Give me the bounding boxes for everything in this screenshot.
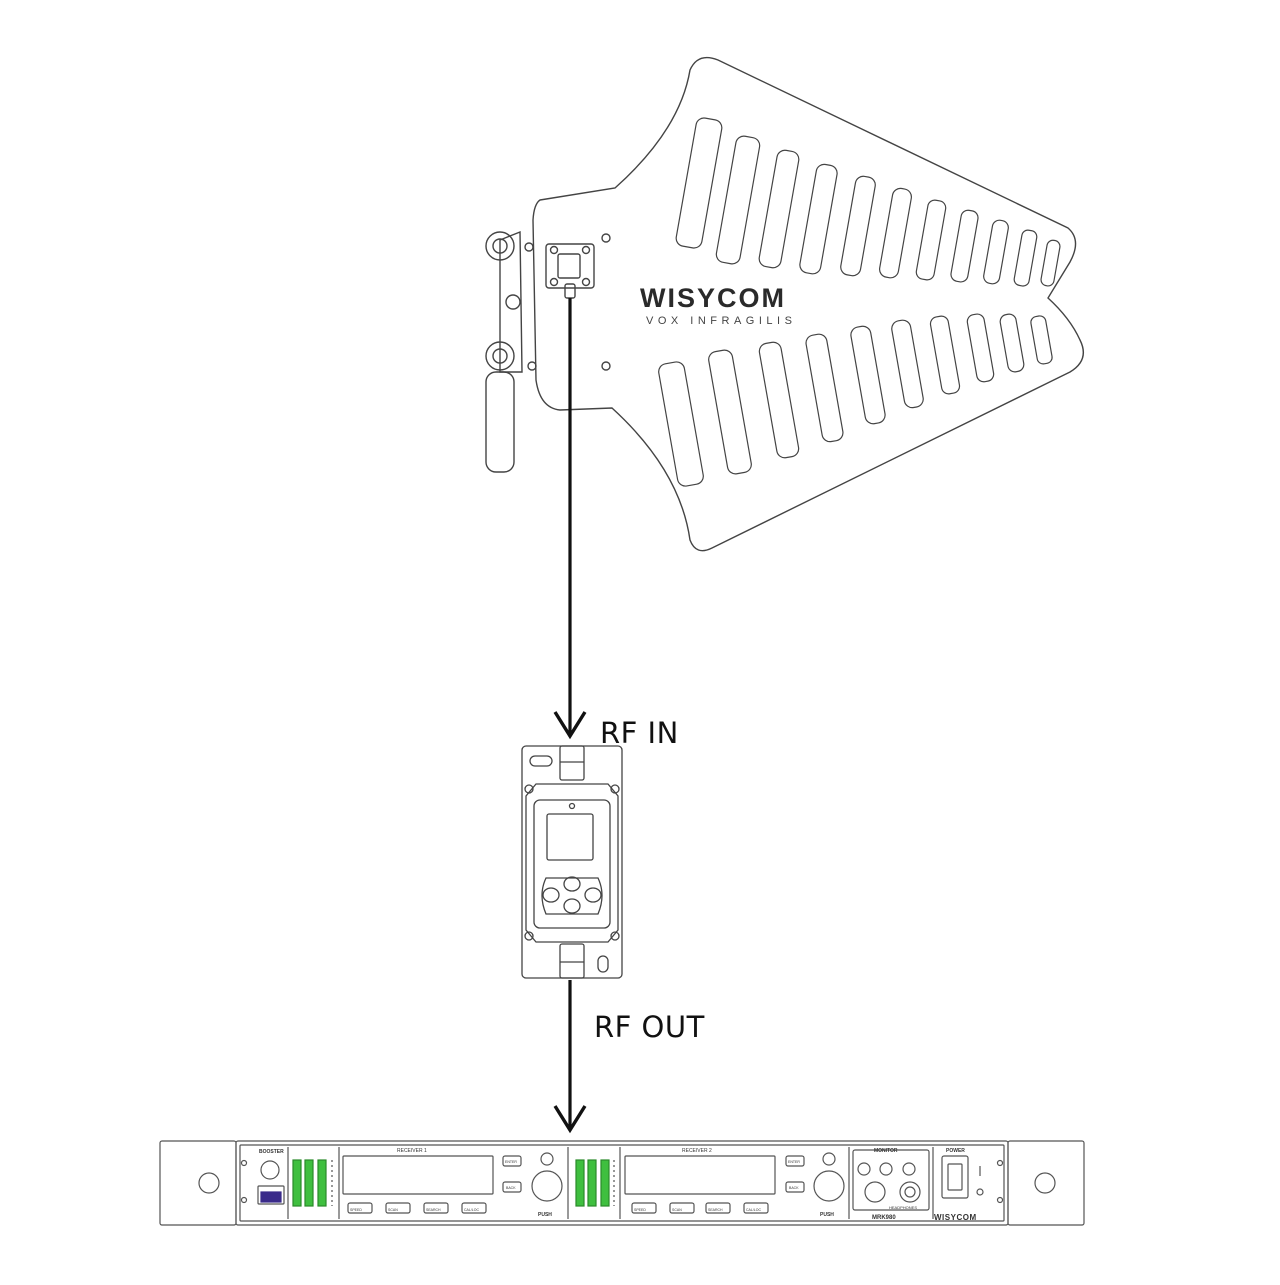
monitor-volume-knob[interactable] — [864, 1181, 886, 1203]
rack-receiver-unit — [159, 1140, 1085, 1226]
screw-hole — [601, 361, 611, 371]
booster-display — [546, 813, 594, 861]
power-label: POWER — [946, 1148, 965, 1154]
receiver2-buttons — [631, 1202, 769, 1214]
screw-hole — [527, 361, 537, 371]
antenna-lower-elements — [658, 313, 1053, 487]
rx1-back-label: BACK — [506, 1186, 516, 1190]
power-section — [941, 1155, 984, 1199]
antenna-mount-bracket — [485, 230, 523, 473]
antenna-brand-logo: WISYCOM — [640, 283, 786, 313]
receiver-model-label: MRK980 — [872, 1215, 896, 1221]
receiver2-push-label: PUSH — [820, 1212, 834, 1218]
booster-mount-slot — [529, 755, 553, 767]
receiver1-back-button[interactable] — [502, 1181, 522, 1193]
antenna-outline — [532, 56, 1084, 552]
booster-base-plate — [521, 745, 623, 979]
status-led — [568, 802, 576, 810]
antenna-brand-tagline: VOX INFRAGILIS — [646, 315, 796, 327]
receiver1-push-knob[interactable] — [531, 1170, 563, 1202]
power-switch[interactable] — [941, 1155, 969, 1199]
receiver2-display — [624, 1155, 776, 1195]
receiver2-small-knob[interactable] — [822, 1152, 836, 1166]
rx2-back-label: BACK — [789, 1186, 799, 1190]
booster-section — [257, 1147, 289, 1219]
antenna-connector-plate — [545, 243, 595, 299]
rx2-button-label-2: SCAN — [672, 1208, 682, 1212]
rx1-button-label-3: SEARCH — [426, 1208, 441, 1212]
headphones-jack — [899, 1181, 921, 1203]
log-periodic-antenna — [485, 56, 1084, 552]
cable-arrow-booster-to-receiver — [553, 980, 587, 1134]
rack-ear-right — [1007, 1140, 1085, 1226]
rx2-button-label-3: SEARCH — [708, 1208, 723, 1212]
receiver-chassis — [235, 1140, 1009, 1226]
headphones-label: HEADPHONES — [889, 1205, 917, 1210]
cable-arrow-antenna-to-booster — [553, 298, 587, 740]
booster-rf-out-connector — [559, 943, 585, 979]
receiver2-level-meters — [575, 1147, 621, 1219]
rf-in-label: RF IN — [600, 716, 679, 750]
rx1-button-label-2: SCAN — [388, 1208, 398, 1212]
rf-out-label: RF OUT — [594, 1010, 705, 1044]
receiver1-level-meters — [292, 1147, 340, 1219]
rx2-button-label-1: SPEED — [634, 1208, 646, 1212]
receiver1-buttons — [347, 1202, 487, 1214]
monitor-section — [852, 1147, 934, 1219]
receiver2-back-button[interactable] — [785, 1181, 805, 1193]
booster-rf-in-connector — [559, 745, 585, 781]
receiver2-push-knob[interactable] — [813, 1170, 845, 1202]
rx1-enter-label: ENTER — [505, 1160, 517, 1164]
receiver-brand-logo: WISYCOM — [934, 1213, 977, 1222]
antenna-upper-elements — [675, 117, 1061, 287]
receiver1-push-label: PUSH — [538, 1212, 552, 1218]
rf-booster-unit — [521, 745, 623, 979]
booster-mount-slot — [597, 955, 609, 973]
receiver1-small-knob[interactable] — [540, 1152, 554, 1166]
booster-enclosure — [525, 783, 619, 943]
receiver2-label: RECEIVER 2 — [682, 1148, 712, 1154]
screw-hole — [601, 233, 611, 243]
receiver1-label: RECEIVER 1 — [397, 1148, 427, 1154]
receiver2-enter-button[interactable] — [785, 1155, 805, 1167]
screw-hole — [524, 242, 534, 252]
rack-ear-left — [159, 1140, 237, 1226]
booster-lcd — [260, 1191, 282, 1203]
receiver1-enter-button[interactable] — [502, 1155, 522, 1167]
receiver-labels: BOOSTER RECEIVER 1 RECEIVER 2 MONITOR PO… — [259, 1148, 977, 1222]
rx1-button-label-4: CAL/LOC — [464, 1208, 479, 1212]
monitor-label: MONITOR — [874, 1148, 898, 1154]
rx2-enter-label: ENTER — [788, 1160, 800, 1164]
rx2-button-label-4: CAL/LOC — [746, 1208, 761, 1212]
receiver1-display — [342, 1155, 494, 1195]
booster-keypad — [541, 876, 603, 915]
booster-section-label: BOOSTER — [259, 1149, 284, 1155]
rx1-button-label-1: SPEED — [350, 1208, 362, 1212]
